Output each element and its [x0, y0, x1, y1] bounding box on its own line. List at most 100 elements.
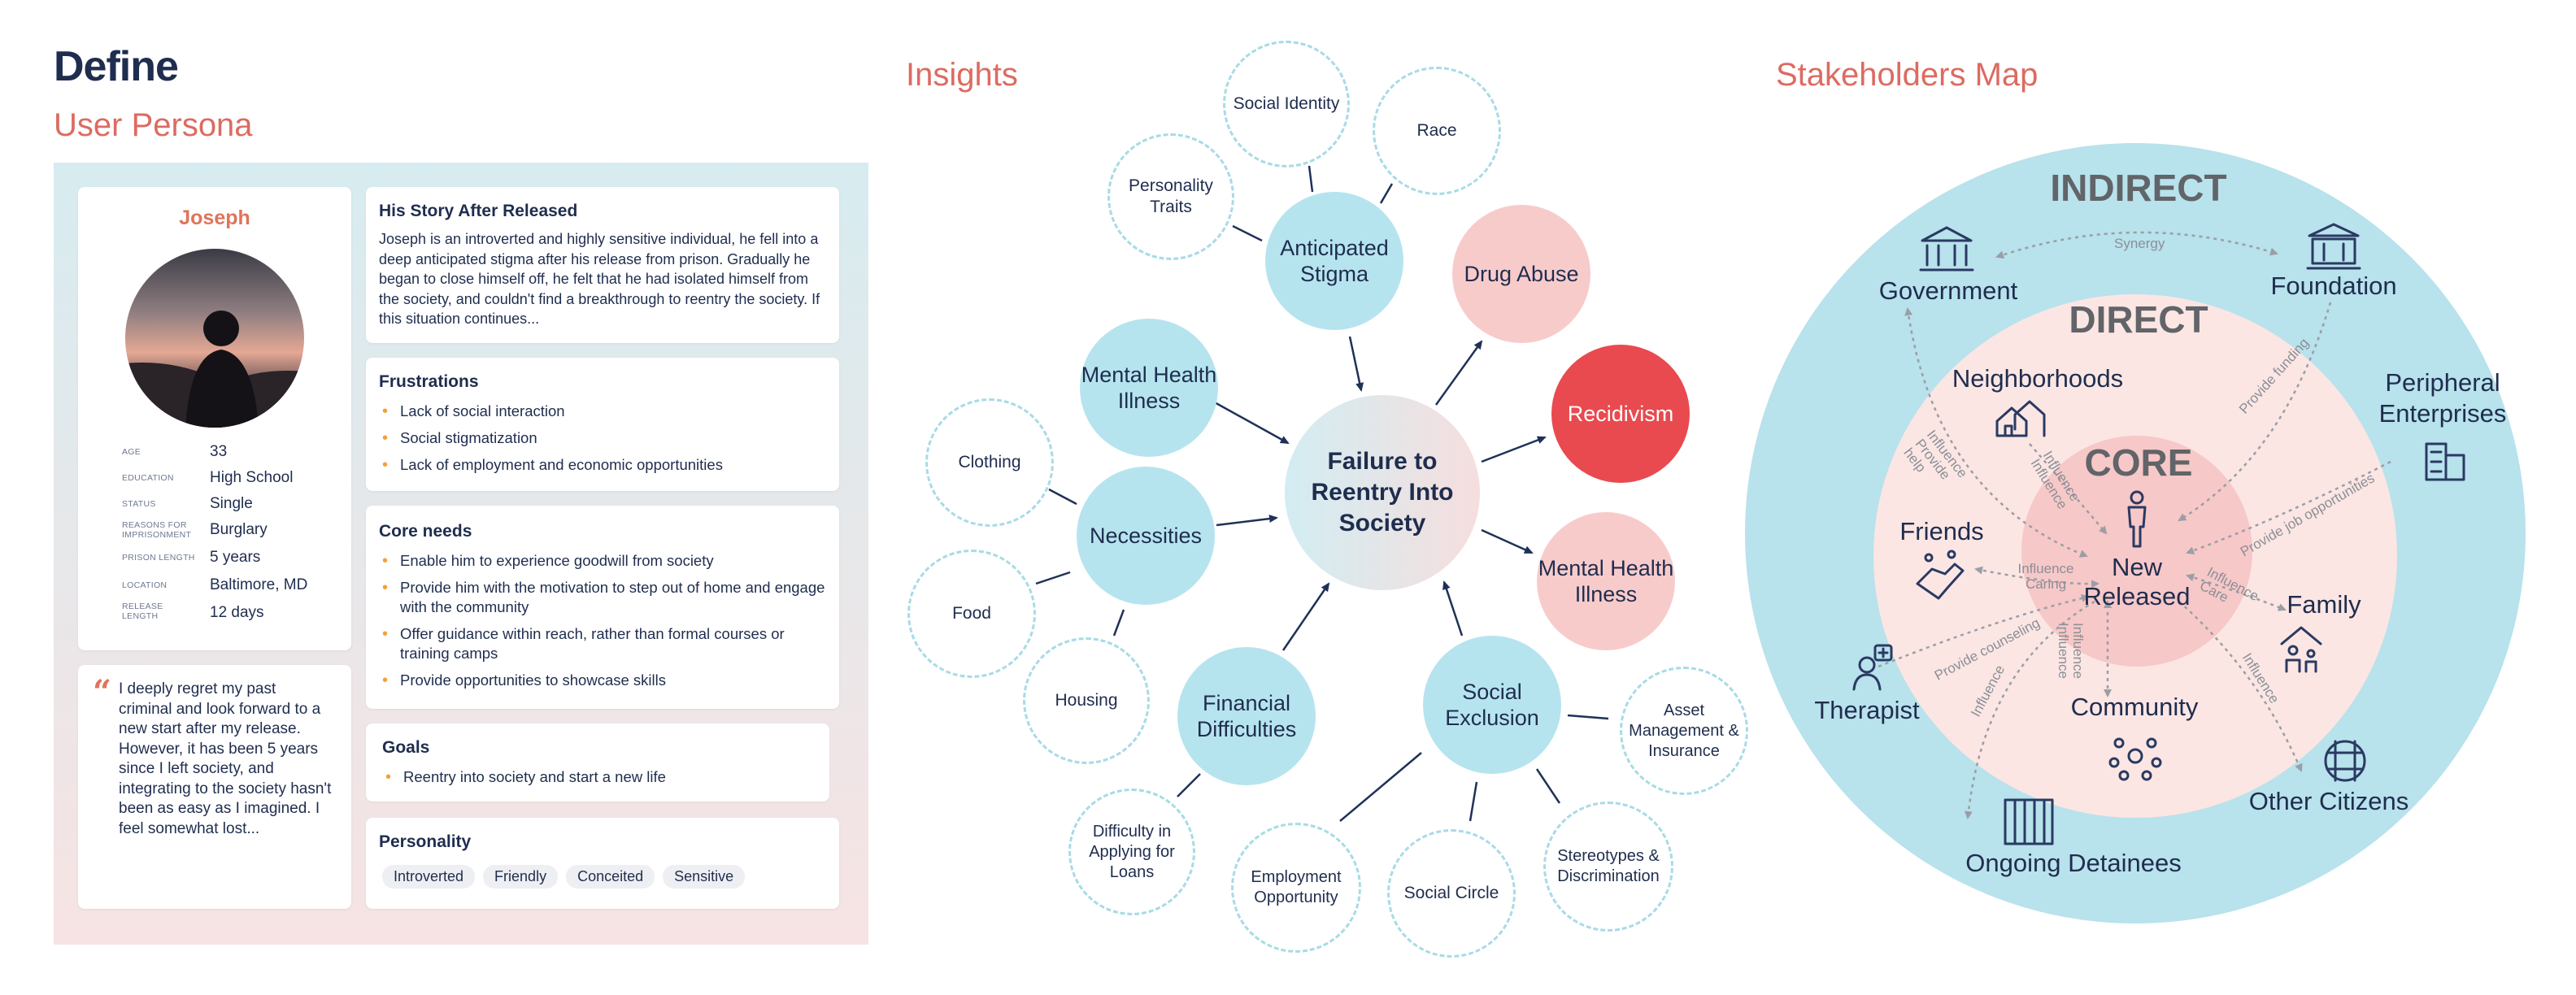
- arrow: [1212, 400, 1290, 445]
- frustrations-card: Frustrations Lack of social interaction …: [366, 358, 839, 491]
- connector: [1035, 571, 1071, 585]
- core-needs-list: Enable him to experience goodwill from s…: [379, 551, 831, 690]
- persona-quote: I deeply regret my past criminal and loo…: [119, 680, 332, 837]
- cause-mental-health: Mental Health Illness: [1080, 319, 1218, 457]
- factor-social-identity: Social Identity: [1223, 41, 1350, 167]
- detail-value: Burglary: [210, 521, 268, 538]
- factor-clothing: Clothing: [925, 398, 1054, 527]
- detail-value: Baltimore, MD: [210, 576, 308, 593]
- relation-arrow: [2029, 443, 2108, 535]
- person-icon: [2127, 490, 2147, 548]
- arrow: [1434, 340, 1483, 406]
- indirect-ring-title: INDIRECT: [2050, 167, 2227, 209]
- connector: [1379, 183, 1394, 204]
- relation-arrow: [2186, 460, 2391, 554]
- persona-name: Joseph: [179, 206, 250, 229]
- stakeholder-therapist: Therapist: [1814, 696, 1920, 724]
- personality-tag: Friendly: [483, 865, 559, 889]
- list-item: Lack of social interaction: [379, 402, 831, 421]
- story-card: His Story After Released Joseph is an in…: [366, 187, 839, 343]
- goals-list: Reentry into society and start a new lif…: [382, 767, 821, 787]
- arrow: [1481, 528, 1534, 554]
- story-title: His Story After Released: [379, 202, 578, 220]
- family-icon: [2280, 626, 2322, 673]
- cause-financial: Financial Difficulties: [1177, 647, 1316, 785]
- detail-label: REASONS FOR IMPRISONMENT: [122, 520, 192, 540]
- list-item: Offer guidance within reach, rather than…: [379, 624, 831, 663]
- relation-arrow: [1878, 594, 2090, 668]
- list-item: Lack of employment and economic opportun…: [379, 455, 831, 475]
- relation-arrow: [1904, 307, 2088, 558]
- community-icon: [2108, 737, 2162, 781]
- direct-ring-title: DIRECT: [2069, 298, 2208, 341]
- relation-label: Influence Influence: [2056, 623, 2086, 679]
- connector: [1469, 781, 1478, 822]
- relation-label: Synergy: [2114, 236, 2165, 251]
- quote-card: “ I deeply regret my past criminal and l…: [78, 665, 351, 909]
- arrow: [1481, 436, 1547, 463]
- arrow: [1281, 582, 1330, 651]
- core-label: New Released: [2083, 553, 2191, 610]
- stakeholder-other-citizens: Other Citizens: [2248, 787, 2409, 815]
- cause-social-exclusion: Social Exclusion: [1423, 636, 1561, 774]
- personality-tag: Conceited: [566, 865, 655, 889]
- persona-section-title: User Persona: [54, 107, 253, 143]
- detail-label: AGE: [122, 447, 141, 457]
- personality-tag: Sensitive: [663, 865, 746, 889]
- list-item: Reentry into society and start a new lif…: [382, 767, 821, 787]
- cause-anticipated-stigma: Anticipated Stigma: [1265, 192, 1403, 330]
- insights-center-node: Failure to Reentry Into Society: [1285, 395, 1480, 590]
- neighborhoods-icon: [1995, 400, 2046, 437]
- frustrations-title: Frustrations: [379, 372, 479, 391]
- government-icon: [1919, 226, 1974, 272]
- stakeholders-section-title: Stakeholders Map: [1776, 57, 2039, 93]
- arrow: [1442, 580, 1464, 637]
- factor-asset-management: Asset Management & Insurance: [1620, 667, 1748, 795]
- cause-necessities: Necessities: [1077, 467, 1215, 605]
- detail-label: STATUS: [122, 499, 156, 509]
- therapist-icon: [1852, 644, 1893, 691]
- insights-section-title: Insights: [906, 57, 1018, 93]
- detail-value: 12 days: [210, 604, 264, 621]
- relation-arrow: [1995, 231, 2278, 259]
- detail-label: PRISON LENGTH: [122, 553, 195, 563]
- connector: [1112, 609, 1125, 637]
- goals-title: Goals: [382, 738, 430, 757]
- profile-card: Joseph AGE 33 EDUCATION High School STAT…: [78, 187, 351, 650]
- factor-food: Food: [907, 550, 1036, 678]
- detail-value: Single: [210, 495, 253, 512]
- story-text: Joseph is an introverted and highly sens…: [379, 231, 820, 327]
- enterprises-icon: [2425, 442, 2465, 481]
- connector: [1535, 768, 1561, 804]
- list-item: Provide opportunities to showcase skills: [379, 671, 831, 690]
- connector: [1048, 488, 1077, 506]
- factor-social-circle: Social Circle: [1387, 829, 1516, 958]
- factor-difficulty-loans: Difficulty in Applying for Loans: [1068, 789, 1195, 915]
- connector: [1232, 224, 1263, 242]
- connector: [1177, 773, 1201, 797]
- list-item: Enable him to experience goodwill from s…: [379, 551, 831, 571]
- arrow: [1216, 515, 1278, 527]
- frustrations-list: Lack of social interaction Social stigma…: [379, 402, 831, 475]
- relation-arrow: [1964, 600, 2095, 819]
- effect-recidivism: Recidivism: [1551, 345, 1690, 483]
- factor-race: Race: [1373, 67, 1501, 195]
- stakeholder-government: Government: [1878, 276, 2018, 305]
- list-item: Social stigmatization: [379, 428, 831, 448]
- connector: [1339, 752, 1422, 822]
- detail-label: LOCATION: [122, 580, 168, 590]
- relation-arrow: [2178, 601, 2303, 772]
- avatar: [125, 249, 304, 428]
- connector: [1308, 165, 1314, 193]
- goals-card: Goals Reentry into society and start a n…: [366, 723, 829, 802]
- center-label: Failure to Reentry Into Society: [1311, 448, 1454, 537]
- personality-title: Personality: [379, 832, 472, 851]
- stakeholder-peripheral: Peripheral Enterprises: [2378, 368, 2507, 428]
- factor-housing: Housing: [1023, 637, 1150, 764]
- stakeholder-community: Community: [2070, 693, 2199, 721]
- citizens-icon: [2324, 740, 2366, 782]
